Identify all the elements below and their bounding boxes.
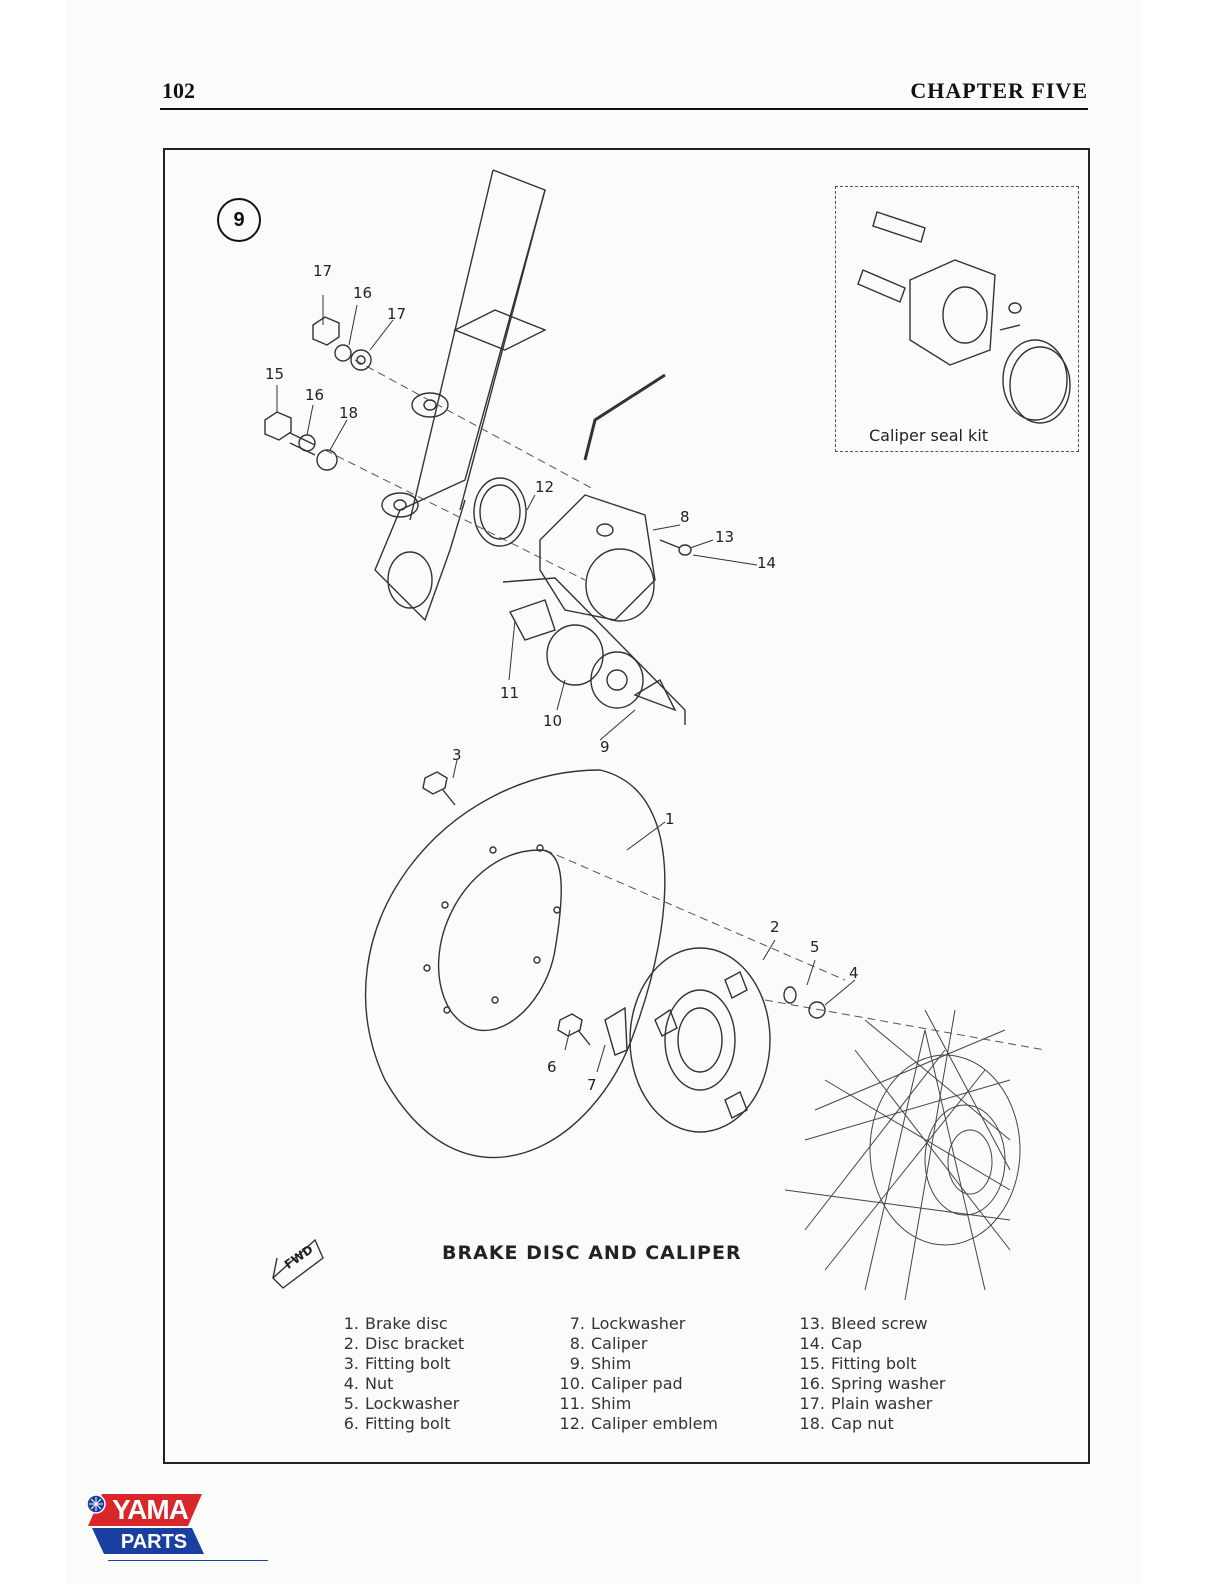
- figure-frame: 9 17 16 17 15 16 18 12 8 13 14 11 10 9 3…: [163, 148, 1090, 1464]
- legend-item: 15.Fitting bolt: [799, 1354, 917, 1373]
- fork-leg-drawing: [374, 169, 547, 622]
- yamaparts-logo[interactable]: [84, 1494, 206, 1556]
- callout-label: 12: [535, 478, 555, 496]
- callout-label: 5: [810, 938, 820, 956]
- seal-kit-inset: [835, 186, 1079, 452]
- legend-item: 13.Bleed screw: [799, 1314, 928, 1333]
- callout-label: 9: [600, 738, 610, 756]
- caliper-drawing: [539, 494, 692, 622]
- exploded-diagram: [264, 169, 1071, 1301]
- fasteners-upper: [264, 316, 372, 471]
- callout-label: 8: [680, 508, 690, 526]
- legend-item: 12.Caliper emblem: [559, 1414, 718, 1433]
- legend-column-1: 1.Brake disc 2.Disc bracket 3.Fitting bo…: [337, 1314, 464, 1434]
- legend-item: 3.Fitting bolt: [343, 1354, 451, 1373]
- seal-kit-label: Caliper seal kit: [869, 426, 989, 445]
- legend-item: 7.Lockwasher: [569, 1314, 686, 1333]
- callout-label: 2: [770, 918, 780, 936]
- callout-label: 16: [305, 386, 325, 404]
- callout-label: 14: [757, 554, 777, 572]
- seal-kit-drawing: [857, 211, 1071, 424]
- legend-item: 6.Fitting bolt: [343, 1414, 451, 1433]
- page-number: 102: [162, 78, 195, 103]
- callout-label: 13: [715, 528, 735, 546]
- legend-item: 10.Caliper pad: [559, 1374, 683, 1393]
- legend-item: 5.Lockwasher: [343, 1394, 460, 1413]
- logo-top-text: YAMA: [112, 1494, 189, 1525]
- callout-label: 17: [387, 305, 407, 323]
- chapter-title: CHAPTER FIVE: [910, 78, 1088, 103]
- legend-item: 18.Cap nut: [799, 1414, 894, 1433]
- callout-label: 10: [543, 712, 563, 730]
- caliper-emblem-shape: [473, 477, 527, 547]
- legend-item: 2.Disc bracket: [343, 1334, 465, 1353]
- legend-item: 14.Cap: [799, 1334, 863, 1353]
- logo-bottom-text: PARTS: [120, 1531, 188, 1553]
- header-rule: [160, 108, 1088, 110]
- callout-label: 7: [587, 1076, 597, 1094]
- legend-item: 9.Shim: [569, 1354, 632, 1373]
- callout-label: 18: [339, 404, 359, 422]
- legend-item: 8.Caliper: [569, 1334, 648, 1353]
- pads-drawing: [502, 577, 686, 725]
- legend-column-2: 7.Lockwasher 8.Caliper 9.Shim 10.Caliper…: [549, 1314, 718, 1434]
- disc-bracket-drawing: [557, 947, 826, 1133]
- fwd-arrow-icon: [271, 1238, 324, 1289]
- callout-label: 1: [665, 810, 675, 828]
- legend-item: 11.Shim: [559, 1394, 632, 1413]
- callout-label: 16: [353, 284, 373, 302]
- legend-column-3: 13.Bleed screw 14.Cap 15.Fitting bolt 16…: [795, 1314, 946, 1434]
- legend-item: 4.Nut: [343, 1374, 394, 1393]
- legend-item: 1.Brake disc: [343, 1314, 448, 1333]
- callout-label: 17: [313, 262, 333, 280]
- figure-title: BRAKE DISC AND CALIPER: [442, 1242, 742, 1264]
- callout-label: 4: [849, 964, 859, 982]
- figure-number-badge: 9: [217, 198, 261, 242]
- callout-label: 3: [452, 746, 462, 764]
- wheel-hub-drawing: [784, 1009, 1021, 1301]
- callout-label: 11: [500, 684, 520, 702]
- brake-disc-drawing: [365, 769, 666, 1159]
- callout-label: 6: [547, 1058, 557, 1076]
- legend-item: 16.Spring washer: [799, 1374, 946, 1393]
- logo-underline: [108, 1560, 268, 1561]
- callout-label: 15: [265, 365, 285, 383]
- legend-item: 17.Plain washer: [799, 1394, 933, 1413]
